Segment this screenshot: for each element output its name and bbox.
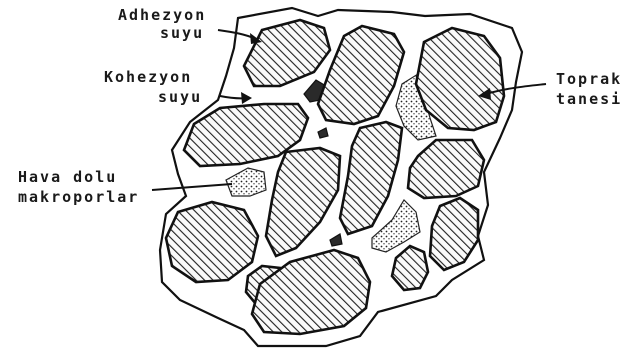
kohezyon-label-line2: suyu: [158, 90, 202, 105]
hava-label-line1: Hava dolu: [18, 170, 117, 185]
toprak-label-line2: tanesi: [556, 92, 622, 107]
adhezyon-label-line2: suyu: [160, 26, 204, 41]
kohezyon-label-line1: Kohezyon: [104, 70, 192, 85]
toprak-label-line1: Toprak: [556, 72, 622, 87]
hava-label-line2: makroporlar: [18, 190, 139, 205]
adhezyon-label-line1: Adhezyon: [118, 8, 206, 23]
